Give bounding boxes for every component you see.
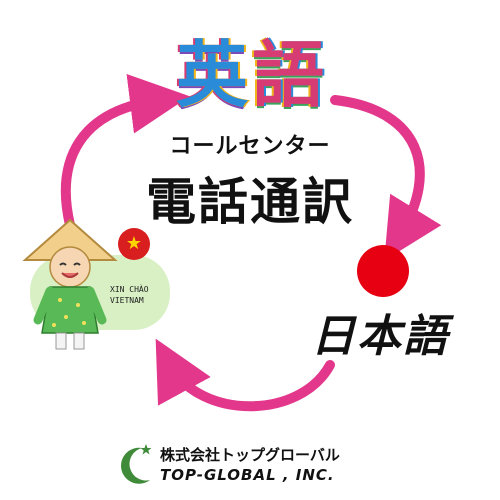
company-logo: 株式会社トップグローバル TOP-GLOBAL , INC.	[120, 440, 380, 490]
eigo-logo: 英 語	[170, 35, 330, 125]
japan-flag-icon	[357, 245, 409, 297]
greeting-line-2: VIETNAM	[110, 296, 144, 305]
company-crescent-icon	[121, 444, 152, 484]
company-name-japanese: 株式会社トップグローバル	[160, 446, 340, 464]
vietnam-greeting: XIN CHÀO VIETNAM	[110, 284, 180, 306]
arrow-top-to-right	[330, 95, 442, 261]
japanese-label: 日本語	[311, 311, 449, 362]
greeting-line-1: XIN CHÀO	[110, 285, 149, 294]
service-subtitle: コールセンター	[169, 134, 331, 159]
logo-char-go: 語	[252, 33, 325, 117]
logo-char-ei: 英	[176, 33, 249, 117]
arrow-right-to-left	[155, 338, 335, 412]
service-title: 電話通訳	[146, 173, 354, 231]
star-icon: ★	[125, 233, 143, 254]
arrow-left-to-top	[60, 73, 190, 230]
vietnamese-person-illustration	[22, 218, 118, 350]
vietnam-flag-icon: ★	[118, 228, 150, 260]
company-name-english: TOP-GLOBAL , INC.	[160, 466, 335, 484]
